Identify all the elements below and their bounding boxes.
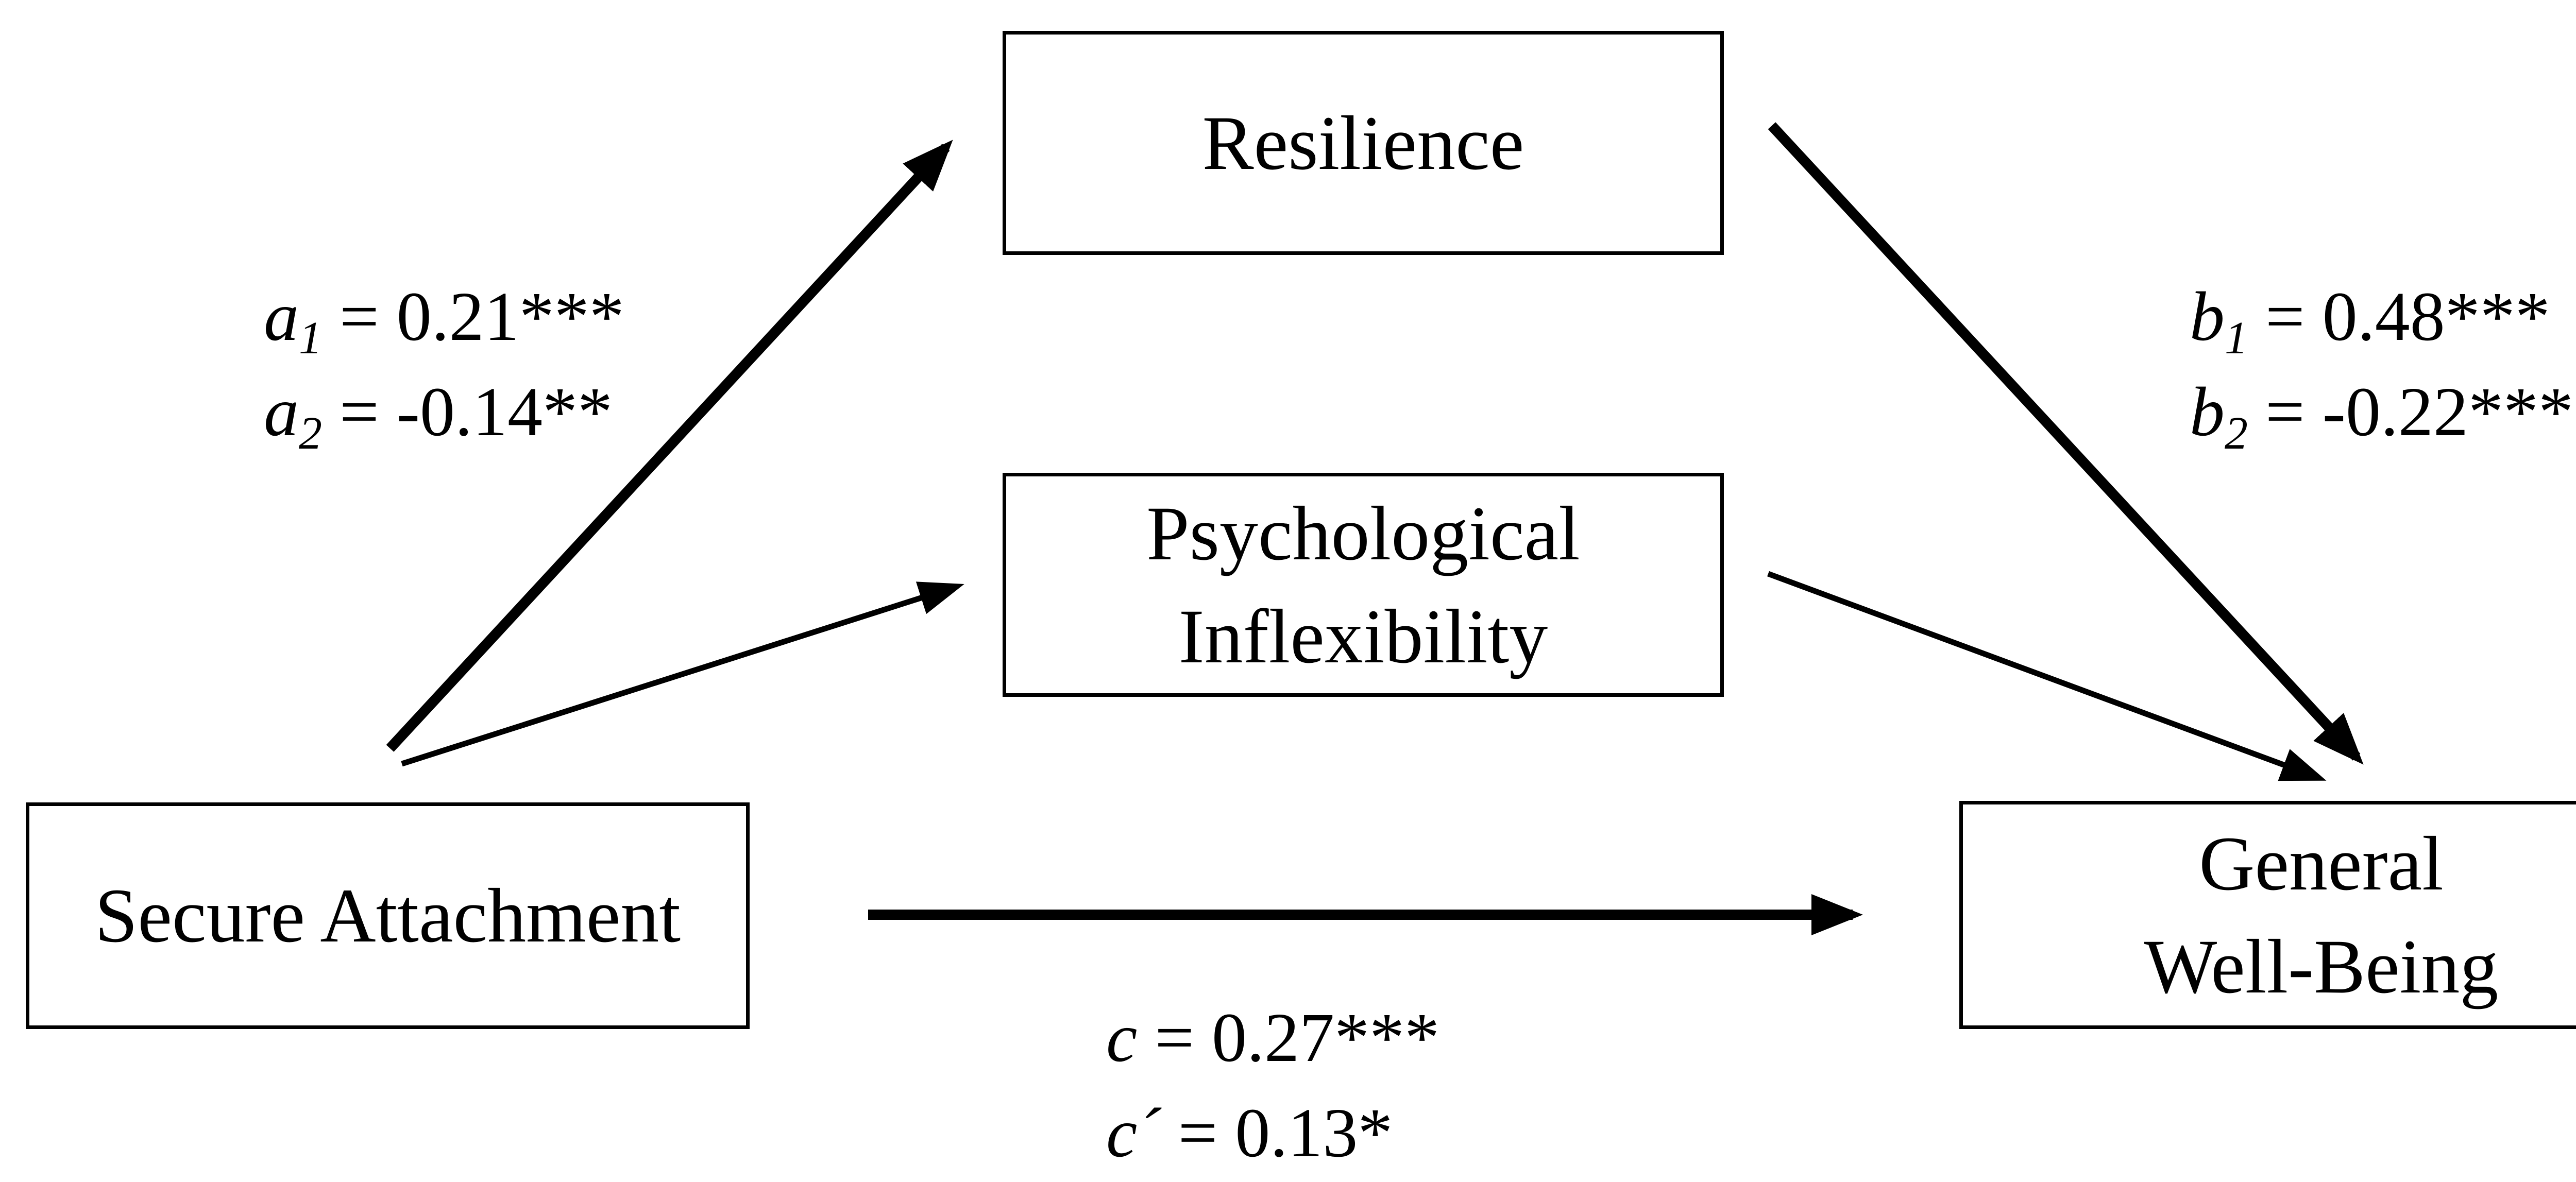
coefficient-c: c = 0.27*** xyxy=(1106,989,1439,1087)
coefficient-b1: b1 = 0.48*** xyxy=(2190,268,2550,366)
coefficient-a1-value: = 0.21*** xyxy=(340,278,624,355)
node-resilience: Resilience xyxy=(1003,31,1724,255)
coefficient-a1-subscript: 1 xyxy=(299,313,322,364)
coefficient-c-prime: c´ = 0.13* xyxy=(1106,1084,1393,1182)
coefficient-b2-symbol: b xyxy=(2190,373,2225,451)
arrow-secure-to-resilience xyxy=(386,140,953,752)
coefficient-b2: b2 = -0.22*** xyxy=(2190,363,2573,461)
coefficient-b1-subscript: 1 xyxy=(2225,313,2248,364)
coefficient-a2: a2 = -0.14** xyxy=(264,363,613,461)
coefficient-b1-symbol: b xyxy=(2190,278,2225,355)
coefficient-c-prime-value: = 0.13* xyxy=(1178,1094,1393,1172)
coefficient-a1-symbol: a xyxy=(264,278,299,355)
coefficient-a1: a1 = 0.21*** xyxy=(264,268,624,366)
node-psychological-inflexibility: Psychological Inflexibility xyxy=(1003,473,1724,697)
coefficient-b2-subscript: 2 xyxy=(2225,408,2248,459)
coefficient-c-prime-mark: ´ xyxy=(1137,1094,1161,1172)
arrow-resilience-to-wellbeing xyxy=(1768,122,2364,765)
node-resilience-label: Resilience xyxy=(1202,100,1524,186)
arrow-secure-to-inflexibility xyxy=(401,581,964,767)
coefficient-a2-subscript: 2 xyxy=(299,408,322,459)
coefficient-c-value: = 0.27*** xyxy=(1155,999,1440,1076)
arrow-inflexibility-to-wellbeing xyxy=(1767,571,2327,781)
coefficient-a2-symbol: a xyxy=(264,373,299,451)
node-secure-attachment: Secure Attachment xyxy=(26,802,750,1029)
coefficient-c-symbol: c xyxy=(1106,999,1138,1076)
coefficient-a2-value: = -0.14** xyxy=(340,373,613,451)
coefficient-b2-value: = -0.22*** xyxy=(2265,373,2573,451)
coefficient-b1-value: = 0.48*** xyxy=(2265,278,2550,355)
node-general-well-being-label: General Well-Being xyxy=(2144,820,2499,1009)
node-general-well-being: General Well-Being xyxy=(1959,801,2576,1029)
node-secure-attachment-label: Secure Attachment xyxy=(94,873,681,958)
coefficient-c-prime-symbol: c xyxy=(1106,1094,1138,1172)
node-psychological-inflexibility-label: Psychological Inflexibility xyxy=(1146,490,1580,679)
